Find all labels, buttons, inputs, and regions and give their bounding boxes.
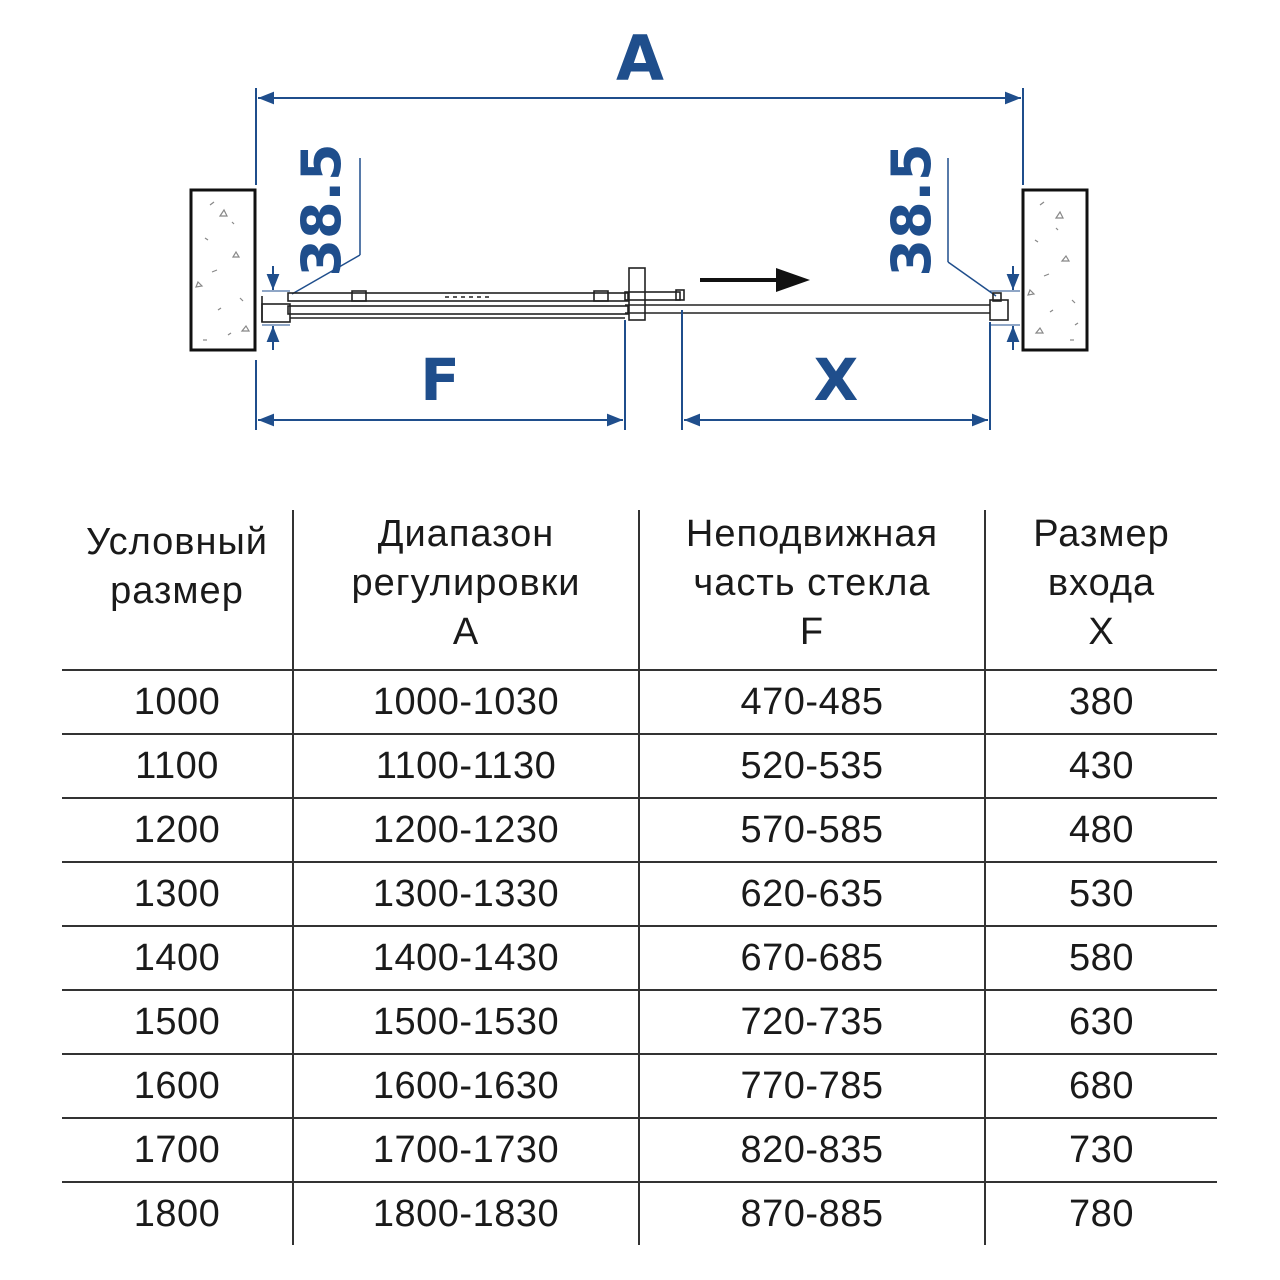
cell-nominal-size: 1500 [62, 990, 293, 1055]
cell-nominal-size: 1200 [62, 798, 293, 863]
offset-left: 38.5 [262, 143, 361, 350]
cell-nominal-size: 1400 [62, 926, 293, 991]
offset-right: 38.5 [880, 143, 1020, 350]
cell-nominal-size: 1300 [62, 862, 293, 927]
cell-adjustment-range: 1000-1030 [292, 670, 639, 735]
header-nominal-size: Условный размер [62, 510, 293, 671]
arrow-right-icon [700, 268, 810, 292]
cell-entrance-size: 680 [984, 1054, 1217, 1119]
cell-adjustment-range: 1500-1530 [292, 990, 639, 1055]
dimension-f-label: F [420, 346, 460, 414]
header-entrance-size: Размер входа X [984, 510, 1217, 671]
cell-fixed-glass: 820-835 [638, 1118, 985, 1183]
dimension-a-label: A [616, 22, 664, 95]
cell-nominal-size: 1700 [62, 1118, 293, 1183]
cell-nominal-size: 1100 [62, 734, 293, 799]
cell-adjustment-range: 1200-1230 [292, 798, 639, 863]
dimension-x-label: X [814, 346, 859, 414]
cell-fixed-glass: 470-485 [638, 670, 985, 735]
cell-fixed-glass: 720-735 [638, 990, 985, 1055]
cell-adjustment-range: 1400-1430 [292, 926, 639, 991]
cell-adjustment-range: 1600-1630 [292, 1054, 639, 1119]
cell-entrance-size: 730 [984, 1118, 1217, 1183]
offset-left-label: 38.5 [290, 143, 353, 276]
cell-fixed-glass: 770-785 [638, 1054, 985, 1119]
cell-nominal-size: 1800 [133, 1192, 221, 1235]
cell-nominal-size: 1600 [62, 1054, 293, 1119]
cell-adjustment-range: 1700-1730 [292, 1118, 639, 1183]
dimension-a: A [255, 22, 1024, 185]
cell-nominal-size: 1000 [62, 670, 293, 735]
cell-fixed-glass: 570-585 [638, 798, 985, 863]
cell-entrance-size: 480 [984, 798, 1217, 863]
door-plan-diagram: A 38.5 38.5 [189, 22, 1089, 430]
right-wall [1021, 188, 1089, 352]
size-spec-table: Условный размер Диапазон регулировки A Н… [62, 510, 1217, 1245]
left-wall [189, 188, 257, 352]
dimension-f: F [255, 320, 626, 430]
offset-right-label: 38.5 [880, 143, 943, 276]
header-fixed-glass: Неподвижная часть стекла F [638, 510, 985, 671]
cell-adjustment-range: 1100-1130 [292, 734, 639, 799]
cell-entrance-size: 530 [984, 862, 1217, 927]
dimension-x: X [681, 310, 991, 430]
cell-entrance-size: 380 [984, 670, 1217, 735]
cell-adjustment-range: 1800-1830 [292, 1182, 639, 1245]
cell-entrance-size: 430 [984, 734, 1217, 799]
cell-fixed-glass: 870-885 [638, 1182, 985, 1245]
cell-entrance-size: 580 [984, 926, 1217, 991]
cell-entrance-size: 780 [984, 1182, 1217, 1245]
header-adjustment-range: Диапазон регулировки A [292, 510, 639, 671]
cell-entrance-size: 630 [984, 990, 1217, 1055]
door-assembly [261, 267, 1009, 323]
cell-fixed-glass: 620-635 [638, 862, 985, 927]
cell-fixed-glass: 520-535 [638, 734, 985, 799]
cell-fixed-glass: 670-685 [638, 926, 985, 991]
cell-adjustment-range: 1300-1330 [292, 862, 639, 927]
table-header-row: Условный размер Диапазон регулировки A Н… [62, 510, 1217, 671]
